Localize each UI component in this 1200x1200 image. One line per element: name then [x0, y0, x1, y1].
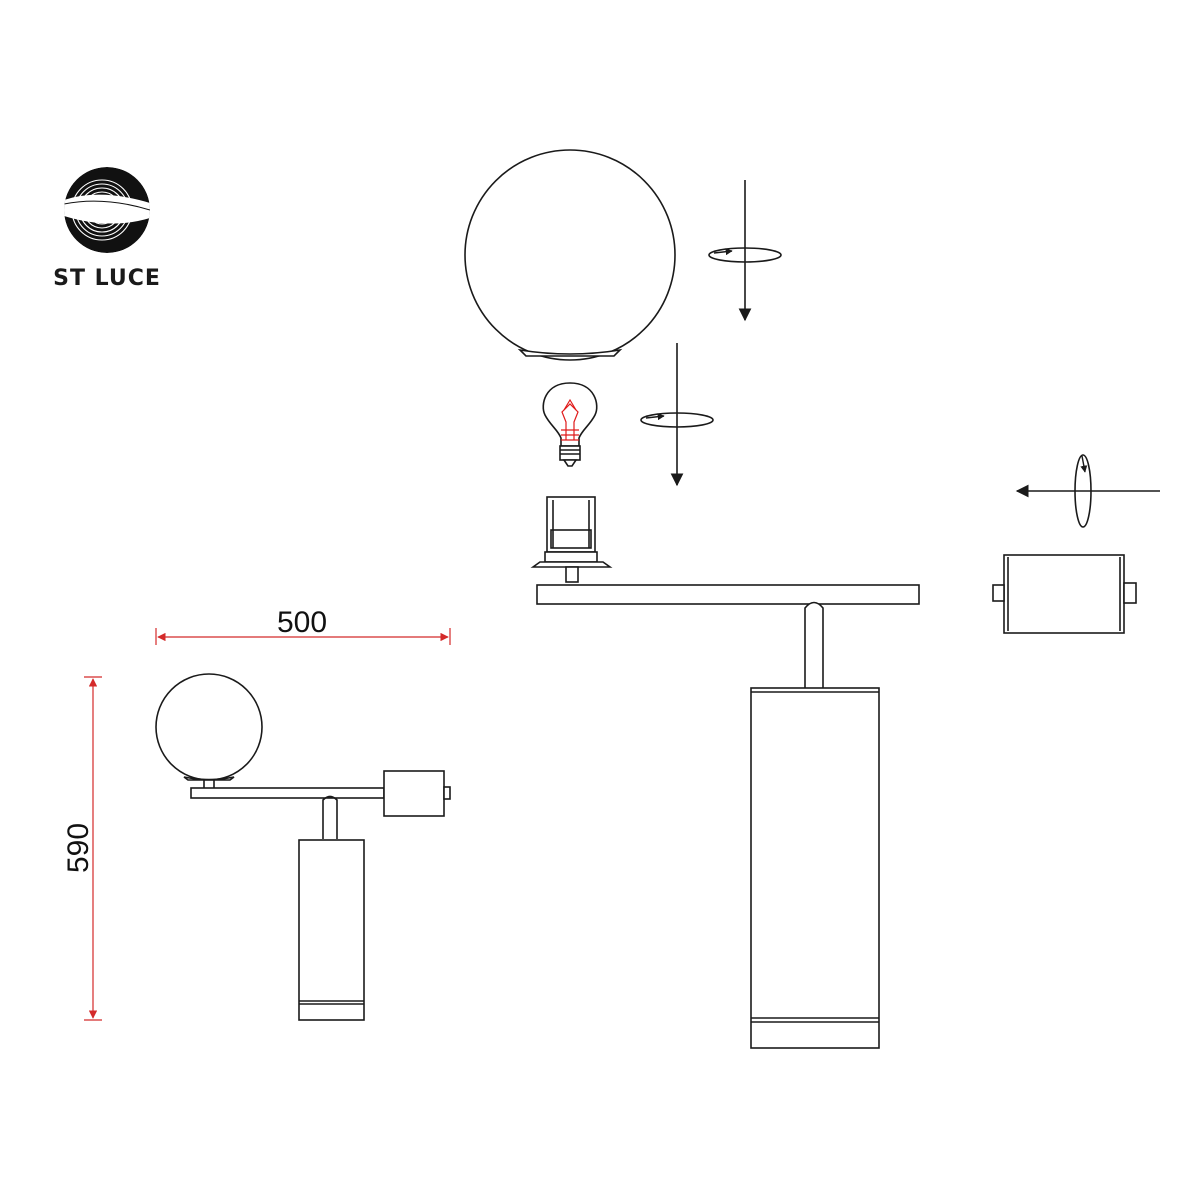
stem [804, 601, 824, 688]
light-bulb-icon [542, 382, 598, 467]
small-arm [190, 787, 385, 799]
socket [530, 496, 613, 583]
brand-name: ST LUCE [53, 266, 161, 291]
small-globe-shade [155, 673, 263, 781]
globe-rim [517, 348, 623, 357]
counterweight-twist-instruction-icon [1015, 454, 1160, 528]
exploded-view [464, 149, 1160, 1049]
width-dimension: 500 [155, 606, 451, 645]
globe-twist-instruction-icon [708, 180, 782, 322]
bulb-twist-instruction-icon [640, 343, 714, 487]
height-dimension-label: 590 [62, 823, 95, 873]
height-dimension: 590 [62, 676, 102, 1021]
small-counterweight [383, 770, 445, 817]
arm [536, 584, 920, 605]
base [750, 687, 880, 1049]
globe-shade [464, 149, 676, 361]
spiral-s-logo-icon [64, 167, 150, 253]
small-globe-rim [183, 776, 235, 781]
small-counterweight-knob [443, 786, 451, 800]
counterweight [992, 554, 1137, 634]
small-base [298, 839, 365, 1021]
small-stem [322, 795, 338, 839]
overview-view: 500 590 [62, 606, 451, 1021]
width-dimension-label: 500 [277, 606, 327, 639]
brand-logo: ST LUCE [53, 167, 161, 291]
